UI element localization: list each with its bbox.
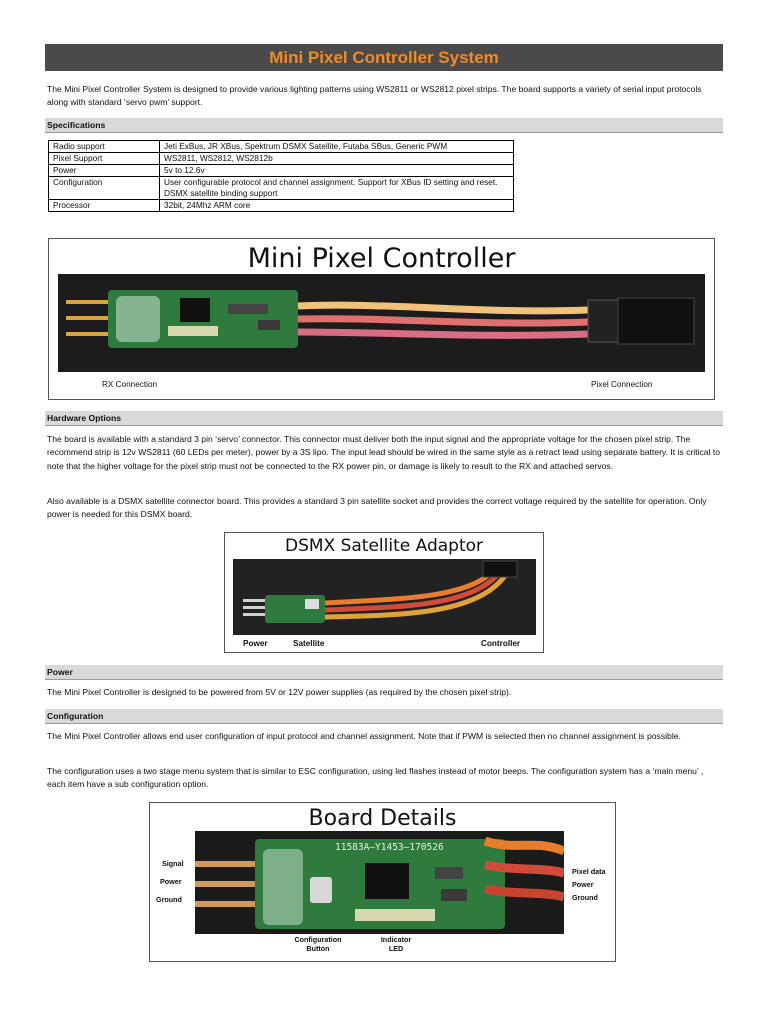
- dsmx-adaptor-photo: [233, 559, 536, 635]
- configuration-paragraph-1: The Mini Pixel Controller allows end use…: [47, 731, 681, 741]
- pcb-marking: 11583A–Y1453–170526: [335, 842, 444, 853]
- label-line: Indicator: [380, 935, 412, 944]
- spec-label: Pixel Support: [48, 152, 160, 165]
- intro-paragraph: The Mini Pixel Controller System is desi…: [47, 84, 702, 108]
- satellite-label: Satellite: [293, 639, 325, 648]
- spec-label: Power: [48, 164, 160, 177]
- document-title-bar: Mini Pixel Controller System: [45, 44, 723, 71]
- figure-title: DSMX Satellite Adaptor: [284, 536, 483, 556]
- hardware-options-heading: Hardware Options: [45, 411, 723, 426]
- configuration-button-label: Configuration Button: [288, 935, 348, 953]
- document-title: Mini Pixel Controller System: [269, 47, 499, 67]
- pixel-ground-label: Ground: [572, 893, 598, 902]
- spec-value: User configurable protocol and channel a…: [159, 176, 514, 200]
- hardware-paragraph-1: The board is available with a standard 3…: [47, 434, 721, 471]
- controller-photo: [58, 274, 705, 372]
- pixel-data-label: Pixel data: [572, 867, 606, 876]
- configuration-paragraph-2: The configuration uses a two stage menu …: [47, 766, 704, 790]
- spec-label: Radio support: [48, 140, 160, 153]
- spec-value: WS2811, WS2812, WS2812b: [159, 152, 514, 165]
- figure-title: Board Details: [308, 806, 457, 831]
- signal-label: Signal: [162, 859, 184, 868]
- pixel-power-label: Power: [572, 880, 594, 889]
- mini-pixel-controller-figure: Mini Pixel Controller RX Connection Pixe…: [48, 238, 715, 400]
- power-paragraph: The Mini Pixel Controller is designed to…: [47, 687, 512, 697]
- ground-pin-label: Ground: [156, 895, 182, 904]
- label-line: Configuration: [294, 935, 342, 944]
- figure-title: Mini Pixel Controller: [247, 243, 516, 274]
- label-line: Button: [306, 944, 330, 953]
- indicator-led-label: Indicator LED: [374, 935, 418, 953]
- board-details-figure: Board Details 11583A–Y1453–170526 Signal…: [149, 802, 616, 962]
- power-pin-label: Power: [160, 877, 182, 886]
- spec-label: Processor: [48, 199, 160, 212]
- rx-connection-label: RX Connection: [102, 380, 158, 389]
- spec-value: Jeti ExBus, JR XBus, Spektrum DSMX Satel…: [159, 140, 514, 153]
- power-label: Power: [243, 639, 268, 648]
- spec-value: 5v to 12.6v: [159, 164, 514, 177]
- board-photo: 11583A–Y1453–170526: [195, 831, 564, 934]
- label-line: LED: [388, 944, 404, 953]
- hardware-paragraph-2: Also available is a DSMX satellite conne…: [47, 496, 707, 520]
- pixel-connection-label: Pixel Connection: [591, 380, 653, 389]
- spec-label: Configuration: [48, 176, 160, 200]
- spec-value: 32bit, 24Mhz ARM core: [159, 199, 514, 212]
- dsmx-satellite-adaptor-figure: DSMX Satellite Adaptor Power Satellite C…: [224, 532, 544, 653]
- configuration-heading: Configuration: [45, 709, 723, 724]
- controller-label: Controller: [481, 639, 521, 648]
- power-heading: Power: [45, 665, 723, 680]
- specifications-heading: Specifications: [45, 118, 723, 133]
